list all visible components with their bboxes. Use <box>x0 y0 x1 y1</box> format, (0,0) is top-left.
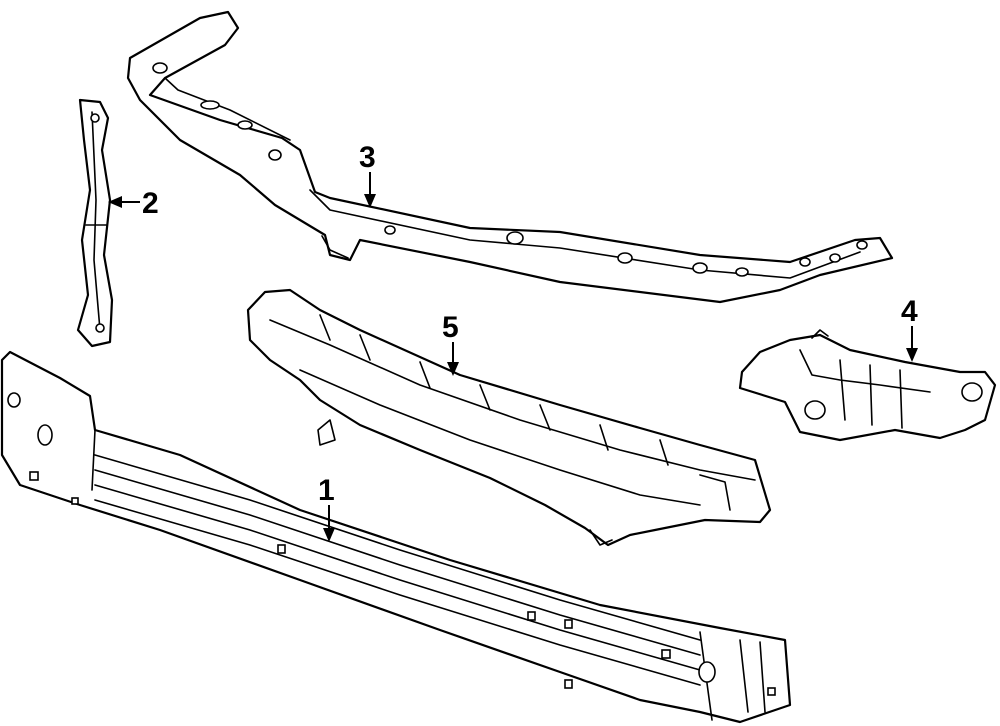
support-bracket[interactable] <box>738 329 997 442</box>
callout-1: 1 <box>318 474 335 507</box>
arrowhead-3 <box>364 194 376 208</box>
callout-3: 3 <box>359 141 376 174</box>
energy-absorber[interactable] <box>246 288 772 547</box>
arrowhead-5 <box>447 362 459 376</box>
arrowhead-4 <box>906 348 918 362</box>
callout-5: 5 <box>442 311 459 344</box>
callout-2: 2 <box>142 187 159 220</box>
upper-tie-bar[interactable] <box>126 10 894 304</box>
reinforcement-beam[interactable] <box>0 350 792 724</box>
callout-leaders <box>108 172 918 542</box>
callout-4: 4 <box>901 295 918 328</box>
side-bracket[interactable] <box>76 98 114 348</box>
arrowhead-1 <box>323 528 335 542</box>
callout-labels: 1 2 3 4 5 <box>142 141 918 507</box>
arrowhead-2 <box>108 196 122 208</box>
